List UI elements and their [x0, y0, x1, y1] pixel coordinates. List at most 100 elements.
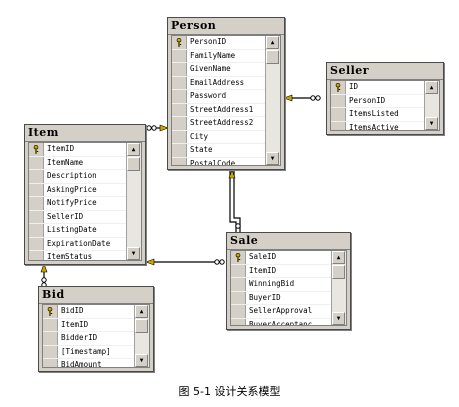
column-row[interactable]: SaleID — [231, 251, 332, 265]
row-selector[interactable] — [29, 210, 44, 223]
column-row[interactable]: BuyerAcceptanc — [231, 318, 332, 325]
column-row[interactable]: AskingPrice — [29, 183, 127, 197]
table-title[interactable]: Bid — [39, 287, 153, 304]
row-selector[interactable] — [172, 130, 187, 143]
scroll-up-arrow-icon[interactable]: ▲ — [266, 36, 279, 49]
row-selector[interactable] — [231, 305, 246, 318]
scroll-down-arrow-icon[interactable]: ▼ — [332, 312, 345, 325]
scroll-thumb[interactable] — [332, 265, 345, 279]
column-row[interactable]: ExpirationDate — [29, 237, 127, 251]
column-row[interactable]: ItemID — [29, 143, 127, 157]
row-selector[interactable] — [172, 144, 187, 157]
column-list: BidIDItemIDBidderID[Timestamp]BidAmountB… — [43, 305, 135, 367]
column-row[interactable]: ItemStatus — [29, 251, 127, 260]
row-selector[interactable] — [231, 318, 246, 325]
relationship-person-item[interactable] — [146, 124, 169, 132]
relationship-item-bid[interactable] — [40, 263, 48, 288]
column-row[interactable]: BidID — [43, 305, 135, 319]
row-selector[interactable] — [29, 170, 44, 183]
column-row[interactable]: GivenName — [172, 63, 266, 77]
column-row[interactable]: BidderID — [43, 332, 135, 346]
scrollbar[interactable]: ▲ ▼ — [265, 36, 280, 165]
scroll-down-arrow-icon[interactable]: ▼ — [135, 354, 148, 367]
row-selector[interactable] — [231, 278, 246, 291]
column-row[interactable]: PersonID — [331, 94, 425, 108]
column-row[interactable]: BuyerID — [231, 291, 332, 305]
row-selector[interactable] — [29, 237, 44, 250]
column-row[interactable]: StreetAddress2 — [172, 117, 266, 131]
column-row[interactable]: PostalCode — [172, 157, 266, 165]
row-selector[interactable] — [43, 359, 58, 367]
row-selector[interactable] — [231, 291, 246, 304]
row-selector[interactable] — [172, 103, 187, 116]
scroll-thumb[interactable] — [127, 157, 140, 171]
row-selector[interactable] — [43, 332, 58, 345]
column-row[interactable]: StreetAddress1 — [172, 103, 266, 117]
column-row[interactable]: EmailAddress — [172, 76, 266, 90]
scrollbar[interactable]: ▲ ▼ — [134, 305, 149, 367]
row-selector[interactable] — [43, 345, 58, 358]
row-selector[interactable] — [29, 197, 44, 210]
relationship-person-seller[interactable] — [283, 94, 321, 102]
scroll-up-arrow-icon[interactable]: ▲ — [135, 305, 148, 318]
row-selector[interactable] — [29, 224, 44, 237]
column-row[interactable]: [Timestamp] — [43, 345, 135, 359]
row-selector[interactable] — [172, 157, 187, 165]
scrollbar[interactable]: ▲ ▼ — [126, 143, 141, 260]
scroll-thumb[interactable] — [266, 50, 279, 64]
column-row[interactable]: ItemName — [29, 156, 127, 170]
scroll-thumb[interactable] — [135, 319, 148, 333]
key-icon — [235, 253, 241, 262]
column-row[interactable]: PersonID — [172, 36, 266, 50]
table-title[interactable]: Item — [25, 125, 145, 142]
column-row[interactable]: BidAmount — [43, 359, 135, 367]
column-row[interactable]: ItemID — [43, 318, 135, 332]
scrollbar[interactable]: ▲ ▼ — [331, 251, 346, 325]
scroll-down-arrow-icon[interactable]: ▼ — [425, 117, 438, 130]
column-row[interactable]: SellerApproval — [231, 305, 332, 319]
scroll-down-arrow-icon[interactable]: ▼ — [266, 152, 279, 165]
table-title[interactable]: Person — [168, 18, 284, 35]
scroll-down-arrow-icon[interactable]: ▼ — [127, 247, 140, 260]
relationship-item-sale[interactable] — [145, 258, 225, 266]
column-row[interactable]: Description — [29, 170, 127, 184]
table-title[interactable]: Sale — [227, 233, 350, 250]
row-selector[interactable] — [172, 63, 187, 76]
row-selector[interactable] — [331, 94, 346, 107]
table-seller[interactable]: Seller IDPersonIDItemsListedItemsActiveL… — [326, 62, 444, 135]
column-row[interactable]: ItemsListed — [331, 108, 425, 122]
column-row[interactable]: SellerID — [29, 210, 127, 224]
column-row[interactable]: State — [172, 144, 266, 158]
column-row[interactable]: ID — [331, 81, 425, 95]
row-selector[interactable] — [172, 49, 187, 62]
column-row[interactable]: WinningBid — [231, 278, 332, 292]
row-selector[interactable] — [29, 156, 44, 169]
row-selector[interactable] — [172, 90, 187, 103]
column-row[interactable]: City — [172, 130, 266, 144]
column-row[interactable]: ListingDate — [29, 224, 127, 238]
column-row[interactable]: FamilyName — [172, 49, 266, 63]
scroll-up-arrow-icon[interactable]: ▲ — [425, 81, 438, 94]
scrollbar[interactable]: ▲ ▼ — [424, 81, 439, 130]
column-row[interactable]: NotifyPrice — [29, 197, 127, 211]
scroll-up-arrow-icon[interactable]: ▲ — [332, 251, 345, 264]
scroll-up-arrow-icon[interactable]: ▲ — [127, 143, 140, 156]
column-row[interactable]: Password — [172, 90, 266, 104]
column-row[interactable]: ItemID — [231, 264, 332, 278]
row-selector[interactable] — [172, 76, 187, 89]
row-selector[interactable] — [331, 121, 346, 130]
row-selector[interactable] — [231, 264, 246, 277]
column-row[interactable]: ItemsActive — [331, 121, 425, 130]
table-title[interactable]: Seller — [327, 63, 443, 80]
row-selector[interactable] — [331, 108, 346, 121]
relationship-person-sale[interactable] — [228, 169, 241, 232]
row-selector[interactable] — [172, 117, 187, 130]
row-selector[interactable] — [29, 251, 44, 260]
row-selector[interactable] — [43, 318, 58, 331]
row-selector[interactable] — [29, 183, 44, 196]
